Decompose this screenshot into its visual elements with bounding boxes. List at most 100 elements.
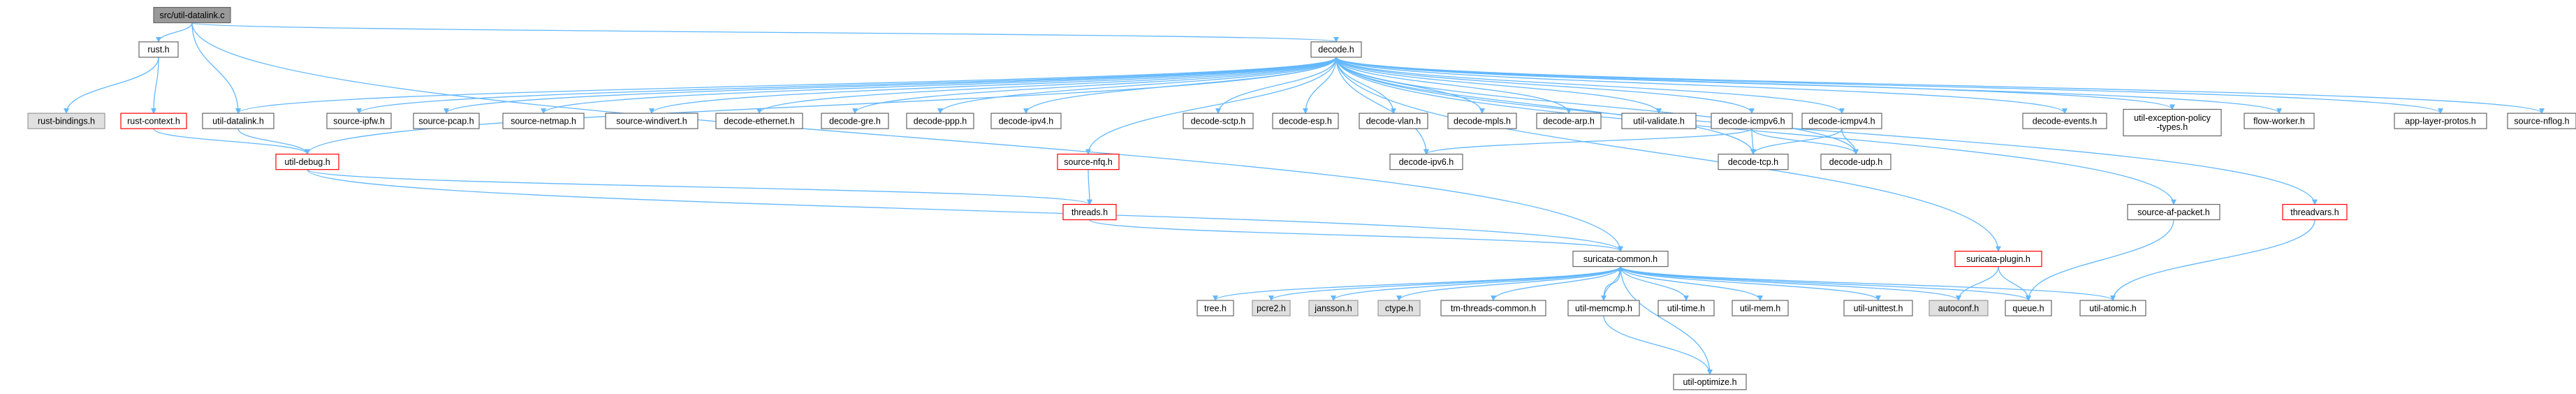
node-flow-worker[interactable]: flow-worker.h (2244, 112, 2315, 129)
edge-decode-to-decode-tcp (1335, 57, 1756, 155)
edge-util-memcmp-to-suricata-common (1603, 265, 1623, 301)
node-util-validate[interactable]: util-validate.h (1621, 112, 1697, 129)
node-box (1820, 154, 1891, 170)
edge-decode-to-source-pcap (444, 57, 1337, 115)
node-rust-bindings[interactable]: rust-bindings.h (27, 112, 105, 129)
node-decode-ethernet[interactable]: decode-ethernet.h (715, 112, 803, 129)
node-box (1377, 300, 1421, 316)
node-label: decode-esp.h (1279, 116, 1332, 126)
node-util-atomic[interactable]: util-atomic.h (2079, 300, 2146, 316)
node-label: util-debug.h (284, 157, 330, 167)
node-label: suricata-plugin.h (1966, 254, 2030, 264)
node-tree[interactable]: tree.h (1196, 300, 1234, 316)
node-box (906, 112, 974, 129)
node-rust-context[interactable]: rust-context.h (120, 112, 187, 129)
node-label: decode-ipv6.h (1399, 157, 1454, 167)
edge-decode-to-source-ipfw (356, 57, 1337, 115)
node-source-netmap[interactable]: source-netmap.h (502, 112, 585, 129)
node-label: source-ipfw.h (333, 116, 385, 126)
edge-decode-to-source-windivert (649, 57, 1337, 115)
node-decode-ipv6[interactable]: decode-ipv6.h (1389, 154, 1463, 170)
node-tm-threads-common[interactable]: tm-threads-common.h (1440, 300, 1546, 316)
node-label: source-pcap.h (418, 116, 474, 126)
node-label: decode-arp.h (1543, 116, 1595, 126)
node-source-windivert[interactable]: source-windivert.h (605, 112, 698, 129)
node-decode-ppp[interactable]: decode-ppp.h (906, 112, 974, 129)
node-decode-gre[interactable]: decode-gre.h (821, 112, 889, 129)
node-label: suricata-common.h (1583, 254, 1657, 264)
node-label: decode.h (1318, 45, 1354, 54)
node-decode-ipv4[interactable]: decode-ipv4.h (990, 112, 1062, 129)
edge-util-debug-to-suricata-common (307, 169, 1623, 252)
edge-decode-to-util-validate (1335, 57, 1662, 115)
node-suricata-common[interactable]: suricata-common.h (1572, 250, 1669, 268)
edge-decode-to-decode-icmpv6 (1335, 57, 1755, 115)
node-box (202, 112, 275, 129)
node-decode-esp[interactable]: decode-esp.h (1272, 112, 1339, 129)
node-queue[interactable]: queue.h (2005, 300, 2052, 316)
node-app-layer-protos[interactable]: app-layer-protos.h (2394, 112, 2487, 129)
node-label: source-nfq.h (1064, 157, 1113, 167)
node-decode-tcp[interactable]: decode-tcp.h (1718, 154, 1789, 170)
node-util-mem[interactable]: util-mem.h (1732, 300, 1789, 316)
node-jansson[interactable]: jansson.h (1308, 300, 1359, 316)
node-util-time[interactable]: util-time.h (1657, 300, 1715, 316)
node-rust[interactable]: rust.h (138, 41, 179, 58)
node-util-debug[interactable]: util-debug.h (275, 154, 339, 170)
edge-decode-to-decode-ethernet (756, 57, 1337, 115)
edge-suricata-common-to-util-time (1620, 266, 1689, 302)
node-label: source-windivert.h (616, 116, 687, 126)
node-label: threadvars.h (2290, 207, 2339, 217)
node-decode[interactable]: decode.h (1310, 41, 1362, 58)
node-source-nfq[interactable]: source-nfq.h (1057, 154, 1120, 170)
node-box (990, 112, 1062, 129)
edge-decode-to-decode-gre (852, 57, 1337, 115)
node-threadvars[interactable]: threadvars.h (2282, 203, 2348, 221)
node-autoconf[interactable]: autoconf.h (1929, 300, 1989, 316)
node-label: decode-ipv4.h (999, 116, 1054, 126)
edge-threads-to-suricata-common (1089, 219, 1623, 252)
node-label: util-datalink.h (212, 116, 264, 126)
node-decode-vlan[interactable]: decode-vlan.h (1359, 112, 1428, 129)
node-source-pcap[interactable]: source-pcap.h (413, 112, 480, 129)
node-decode-udp[interactable]: decode-udp.h (1820, 154, 1891, 170)
node-label: rust-context.h (127, 116, 180, 126)
node-label: decode-icmpv6.h (1718, 116, 1785, 126)
node-box (1359, 112, 1428, 129)
node-box (1536, 112, 1602, 129)
node-box (1440, 300, 1546, 316)
node-box (138, 41, 179, 58)
node-decode-events[interactable]: decode-events.h (2022, 112, 2107, 129)
node-source-af-packet[interactable]: source-af-packet.h (2127, 203, 2220, 221)
node-box (1732, 300, 1789, 316)
node-label: decode-sctp.h (1191, 116, 1246, 126)
edge-decode-to-decode-sctp (1215, 57, 1337, 115)
node-ctype[interactable]: ctype.h (1377, 300, 1421, 316)
node-util-exception[interactable]: util-exception-policy-types.h (2123, 108, 2222, 137)
node-pcre2[interactable]: pcre2.h (1252, 300, 1291, 316)
node-decode-icmpv6[interactable]: decode-icmpv6.h (1711, 112, 1793, 129)
node-util-datalink[interactable]: util-datalink.h (202, 112, 275, 129)
node-label: app-layer-protos.h (2405, 116, 2475, 126)
edge-decode-to-source-nflog (1335, 57, 2545, 115)
node-label: source-af-packet.h (2137, 207, 2210, 217)
edge-suricata-common-to-util-optimize (1620, 266, 1713, 375)
node-box (1567, 300, 1640, 316)
node-decode-icmpv4[interactable]: decode-icmpv4.h (1801, 112, 1882, 129)
node-util-optimize[interactable]: util-optimize.h (1673, 374, 1747, 391)
edge-suricata-common-to-util-mem (1620, 266, 1763, 302)
node-suricata-plugin[interactable]: suricata-plugin.h (1954, 250, 2042, 268)
node-label: util-exception-policy-types.h (2134, 113, 2211, 132)
node-threads[interactable]: threads.h (1062, 203, 1117, 221)
node-util-memcmp[interactable]: util-memcmp.h (1567, 300, 1640, 316)
node-util-unittest[interactable]: util-unittest.h (1843, 300, 1913, 316)
node-box (2282, 203, 2348, 221)
node-decode-arp[interactable]: decode-arp.h (1536, 112, 1602, 129)
node-decode-sctp[interactable]: decode-sctp.h (1183, 112, 1254, 129)
edge-suricata-common-to-util-unittest (1620, 266, 1881, 302)
node-source-nflog[interactable]: source-nflog.h (2507, 112, 2576, 129)
node-decode-mpls[interactable]: decode-mpls.h (1447, 112, 1517, 129)
edge-decode-icmpv6-to-decode-ipv6 (1424, 128, 1752, 155)
node-source-ipfw[interactable]: source-ipfw.h (326, 112, 392, 129)
